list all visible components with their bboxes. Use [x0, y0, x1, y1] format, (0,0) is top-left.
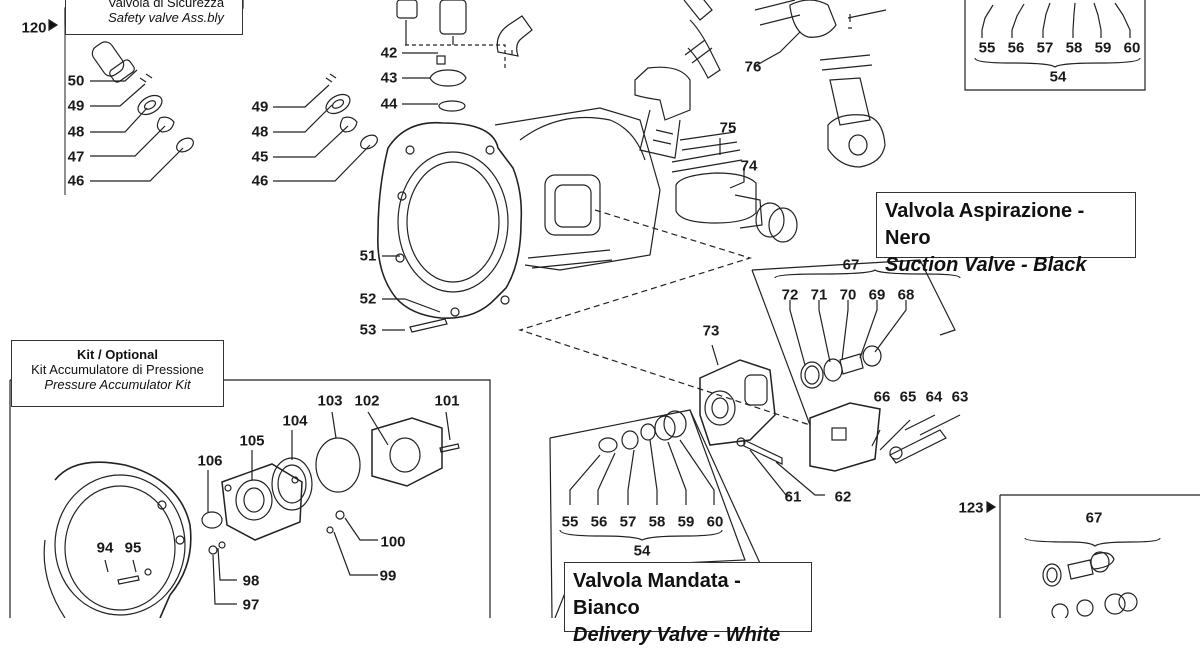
label-120: 120 [21, 19, 47, 37]
label-44: 44 [380, 95, 398, 113]
label-55: 55 [978, 39, 996, 57]
label-101: 101 [434, 392, 460, 410]
label-59: 59 [677, 513, 695, 531]
label-104: 104 [282, 412, 308, 430]
label-48: 48 [67, 123, 85, 141]
label-56: 56 [590, 513, 608, 531]
label-102: 102 [354, 392, 380, 410]
callout-safety-it: Valvola di Sicurezza [107, 0, 225, 10]
label-49: 49 [251, 98, 269, 116]
label-106: 106 [197, 452, 223, 470]
label-60: 60 [706, 513, 724, 531]
label-99: 99 [379, 567, 397, 585]
label-53: 53 [359, 321, 377, 339]
label-67: 67 [1085, 509, 1103, 527]
frame-suction [751, 259, 956, 336]
label-46: 46 [67, 172, 85, 190]
label-105: 105 [239, 432, 265, 450]
callout-kit-en: Pressure Accumulator Kit [44, 377, 191, 392]
label-55: 55 [561, 513, 579, 531]
label-50: 50 [67, 72, 85, 90]
label-74: 74 [740, 157, 758, 175]
frame-123 [999, 494, 1200, 618]
label-66: 66 [873, 388, 891, 406]
label-70: 70 [839, 286, 857, 304]
label-63: 63 [951, 388, 969, 406]
label-58: 58 [1065, 39, 1083, 57]
label-100: 100 [380, 533, 406, 551]
label-76: 76 [744, 58, 762, 76]
callout-suction-en: Suction Valve - Black [885, 254, 1087, 276]
label-42: 42 [380, 44, 398, 62]
label-75: 75 [719, 119, 737, 137]
label-48: 48 [251, 123, 269, 141]
label-49: 49 [67, 97, 85, 115]
callout-kit-it: Kit Accumulatore di Pressione [31, 362, 204, 377]
label-64: 64 [925, 388, 943, 406]
label-46: 46 [251, 172, 269, 190]
label-43: 43 [380, 69, 398, 87]
callout-kit-title: Kit / Optional [77, 347, 158, 362]
diagram-artwork [9, 0, 1200, 618]
label-68: 68 [897, 286, 915, 304]
label-103: 103 [317, 392, 343, 410]
label-62: 62 [834, 488, 852, 506]
label-69: 69 [868, 286, 886, 304]
label-57: 57 [1036, 39, 1054, 57]
label-47: 47 [67, 148, 85, 166]
callout-safety-valve: Valvola di Sicurezza Safety valve Ass.bl… [65, 0, 243, 35]
label-97: 97 [242, 596, 260, 614]
callout-delivery-it: Valvola Mandata - Bianco [573, 570, 741, 619]
label-98: 98 [242, 572, 260, 590]
parts-diagram: Valvola di Sicurezza Safety valve Ass.bl… [9, 0, 1200, 646]
callout-safety-en: Safety valve Ass.bly [108, 10, 224, 25]
label-61: 61 [784, 488, 802, 506]
label-60: 60 [1123, 39, 1141, 57]
label-67: 67 [842, 256, 860, 274]
label-73: 73 [702, 322, 720, 340]
label-123: 123 [958, 499, 984, 517]
label-54: 54 [1049, 68, 1067, 86]
label-71: 71 [810, 286, 828, 304]
brace-54-top [974, 57, 1141, 68]
label-72: 72 [781, 286, 799, 304]
label-95: 95 [124, 539, 142, 557]
label-54: 54 [633, 542, 651, 560]
frame-top-right [964, 0, 1146, 91]
label-59: 59 [1094, 39, 1112, 57]
callout-suction-it: Valvola Aspirazione - Nero [885, 200, 1085, 249]
label-45: 45 [251, 148, 269, 166]
label-52: 52 [359, 290, 377, 308]
label-51: 51 [359, 247, 377, 265]
callout-delivery-valve: Valvola Mandata - Bianco Delivery Valve … [564, 562, 812, 646]
label-56: 56 [1007, 39, 1025, 57]
callout-suction-valve: Valvola Aspirazione - Nero Suction Valve… [876, 192, 1136, 276]
label-94: 94 [96, 539, 114, 557]
label-58: 58 [648, 513, 666, 531]
callout-delivery-en: Delivery Valve - White [573, 624, 781, 646]
callout-kit: Kit / Optional Kit Accumulatore di Press… [11, 340, 224, 407]
label-57: 57 [619, 513, 637, 531]
label-65: 65 [899, 388, 917, 406]
